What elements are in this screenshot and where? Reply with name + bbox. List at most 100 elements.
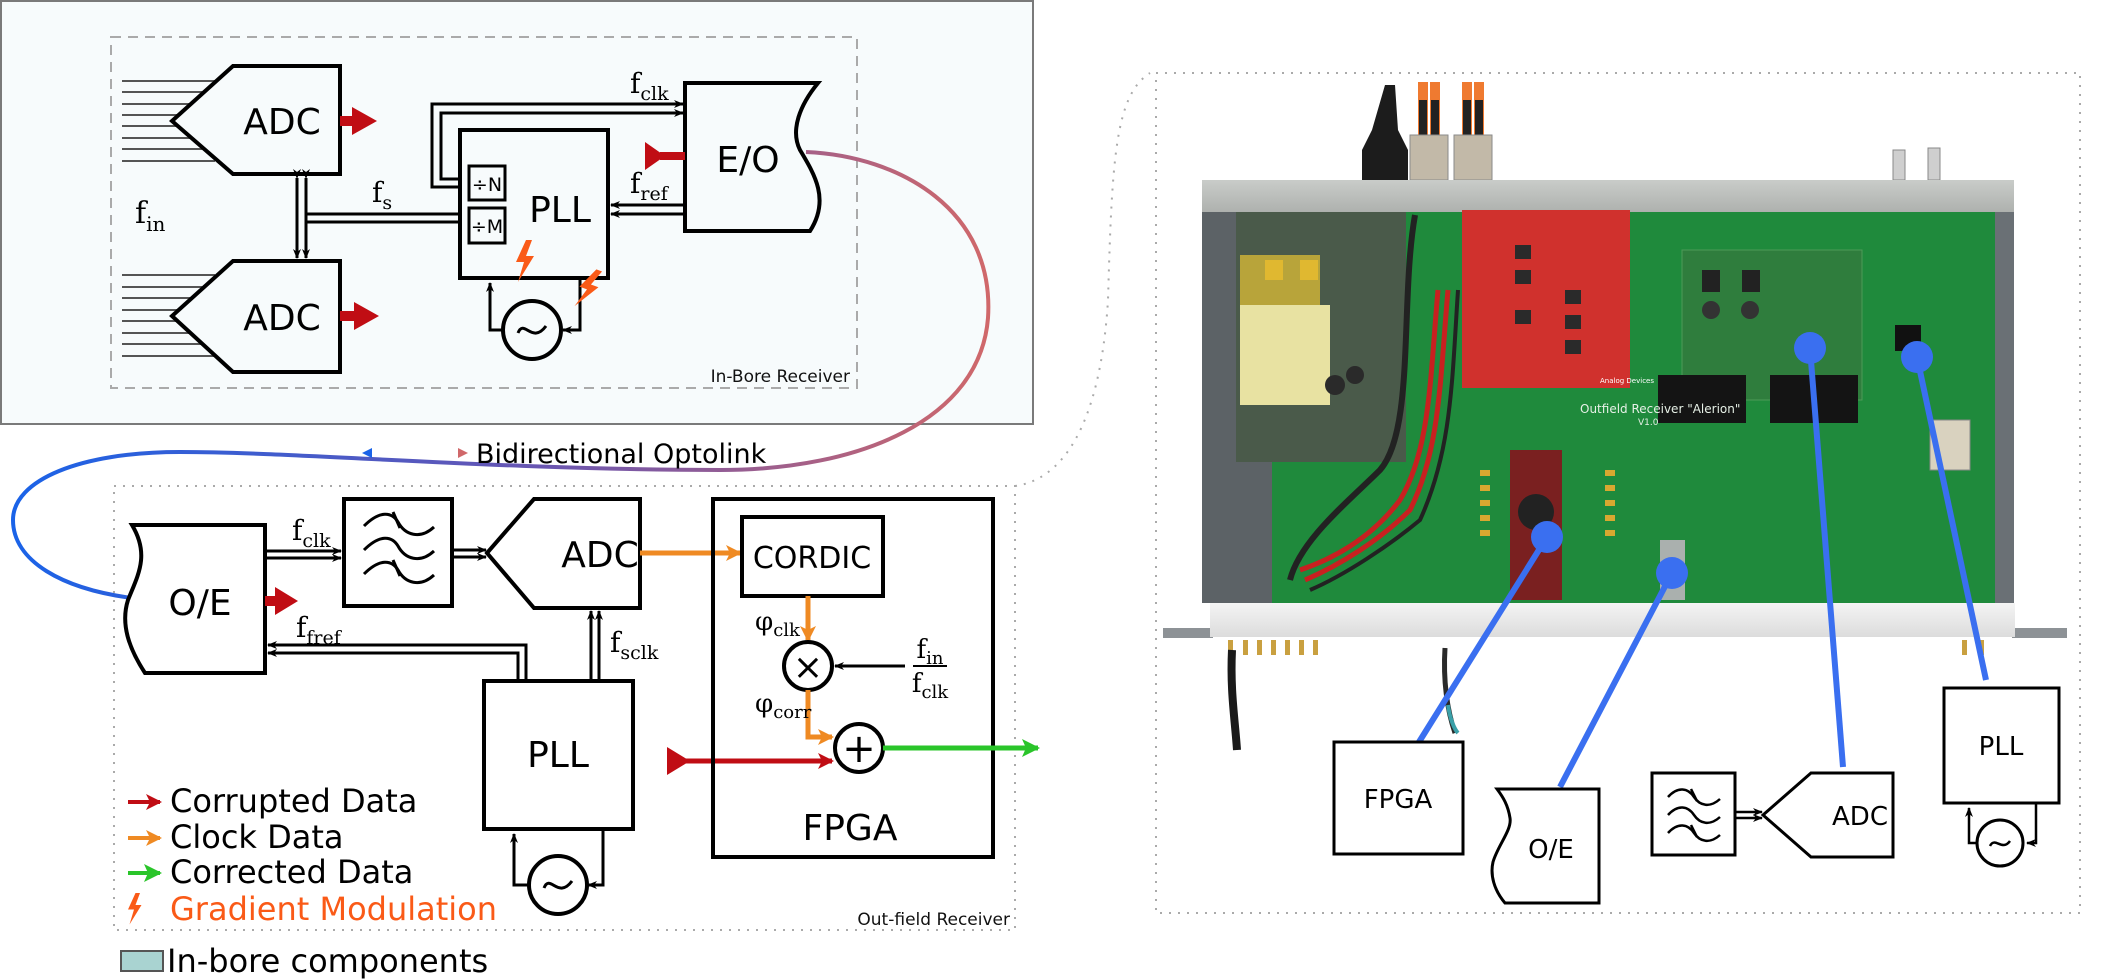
adc-input-lines-top — [122, 80, 215, 162]
corrupted-data-arrow-icon — [340, 107, 377, 135]
phi-clk-label: φclk — [755, 607, 801, 641]
pointer-dot-pll — [1901, 341, 1933, 373]
legend-item-clock: Clock Data — [128, 818, 344, 856]
heatsink — [1658, 375, 1746, 423]
chassis-rear-rail — [1202, 180, 2014, 212]
eo-label: E/O — [716, 140, 779, 181]
optolink-fiber — [10, 150, 991, 601]
legend-item-in-bore: In-bore components — [120, 942, 488, 979]
out-field-receiver-region — [113, 485, 1016, 931]
legend-label: Clock Data — [170, 818, 344, 856]
callout-filter-to-adc — [1735, 808, 1763, 822]
eo-converter — [683, 81, 823, 233]
callout-oe-label: O/E — [1528, 835, 1574, 865]
in-bore-pll — [458, 128, 610, 280]
f-ref-label: fref — [630, 167, 670, 205]
in-bore-oscillator — [486, 278, 582, 361]
pointer-dot-oe — [1656, 557, 1688, 589]
legend-item-gradient: Gradient Modulation — [128, 890, 497, 928]
svg-text:fin: fin — [917, 635, 944, 669]
out-field-oscillator — [510, 829, 605, 916]
svg-text:fclk: fclk — [912, 669, 949, 703]
callout-adc-label: ADC — [1832, 802, 1888, 832]
oe-label: O/E — [168, 583, 231, 624]
callout-connector — [1014, 72, 1151, 487]
divider-n — [467, 164, 507, 202]
callout-pll — [1942, 686, 2061, 805]
out-field-receiver-label: Out-field Receiver — [857, 910, 1010, 930]
corrupted-data-input-icon — [645, 142, 685, 170]
analog-devices-text: Analog Devices — [1600, 377, 1654, 385]
callout-fpga-label: FPGA — [1364, 785, 1433, 815]
corrupted-data-arrow-icon — [340, 302, 379, 330]
board-label: Outfield Receiver "Alerion" — [1580, 402, 1740, 416]
f-fref-label: ffref — [296, 611, 343, 649]
out-field-adc — [484, 497, 642, 610]
f-clk-label-outfield: fclk — [292, 514, 331, 552]
legend-item-corrected: Corrected Data — [128, 853, 413, 891]
legend-label: Corrected Data — [170, 853, 413, 891]
out-field-pll-label: PLL — [527, 735, 589, 776]
legend-item-corrupted: Corrupted Data — [128, 782, 417, 820]
in-bore-adc-bottom — [169, 259, 342, 374]
adc-sync-lines — [293, 169, 460, 259]
power-cord — [1362, 85, 1408, 180]
callout-pll-label: PLL — [1979, 732, 2024, 762]
callout-pointers — [1416, 332, 1989, 789]
corrupted-data-arrow-icon — [265, 587, 298, 615]
pointer-dot-adc — [1794, 332, 1826, 364]
receiver-photo: Analog Devices Outfield Receiver "Alerio… — [1163, 82, 2067, 751]
legend-label: Gradient Modulation — [170, 890, 497, 928]
oe-converter — [123, 523, 267, 675]
in-bore-receiver-region — [110, 36, 858, 389]
gradient-modulation-icon — [574, 269, 603, 307]
pointer-dot-fpga — [1531, 521, 1563, 553]
analog-devices-board — [1462, 210, 1630, 388]
pointer-adc — [1807, 347, 1846, 768]
chassis-front-rail — [1210, 603, 2015, 637]
bnc-connectors — [1892, 147, 1941, 181]
multiplier-symbol: × — [793, 647, 823, 688]
phi-corr-arrow — [805, 690, 834, 745]
filter-wave-icon — [362, 511, 436, 585]
phi-corr-label: φcorr — [755, 689, 812, 723]
corrupted-data-input-icon — [667, 747, 834, 775]
adder-symbol: + — [842, 726, 876, 772]
f-sclk-lines — [587, 610, 603, 681]
callout-oe — [1490, 787, 1601, 905]
legend: Corrupted Data Clock Data Corrected Data… — [120, 782, 497, 979]
f-in-label: fin — [135, 196, 166, 236]
cordic-label: CORDIC — [753, 541, 871, 576]
divider-m-label: ÷M — [471, 216, 503, 238]
f-sclk-label: fsclk — [610, 626, 659, 664]
out-field-pll — [482, 679, 635, 831]
in-bore-pll-label: PLL — [529, 190, 591, 231]
fin-over-fclk-label: fin fclk — [912, 635, 949, 703]
callout-adc — [1760, 771, 1895, 859]
f-fref-lines — [267, 641, 528, 681]
bandpass-filter — [342, 497, 454, 608]
adc-input-lines-bottom — [122, 274, 215, 357]
lightning-icon — [128, 893, 142, 925]
board-version: V1.0 — [1638, 418, 1659, 428]
in-bore-adc-bottom-label: ADC — [243, 298, 320, 339]
optolink-label: Bidirectional Optolink — [476, 439, 767, 470]
fiber-connectors — [1409, 82, 1493, 181]
divider-n-label: ÷N — [472, 174, 502, 196]
out-field-adc-label: ADC — [561, 535, 638, 576]
f-clk-lines-outfield — [265, 547, 342, 562]
in-bore-swatch — [120, 950, 164, 972]
chassis-side-right — [1995, 212, 2014, 603]
in-bore-receiver-label: In-Bore Receiver — [711, 367, 850, 387]
sma-cable — [1227, 649, 1241, 751]
f-clk-label-inbore: fclk — [630, 67, 669, 105]
bidirectional-arrow-icon — [362, 448, 468, 458]
f-s-label: fs — [372, 176, 392, 214]
legend-label: In-bore components — [167, 942, 488, 979]
pointer-oe — [1557, 571, 1675, 789]
pointer-fpga — [1416, 535, 1550, 744]
callout-fpga — [1332, 740, 1465, 856]
filter-wave-icon — [1667, 788, 1721, 842]
f-ref-lines — [610, 201, 685, 218]
